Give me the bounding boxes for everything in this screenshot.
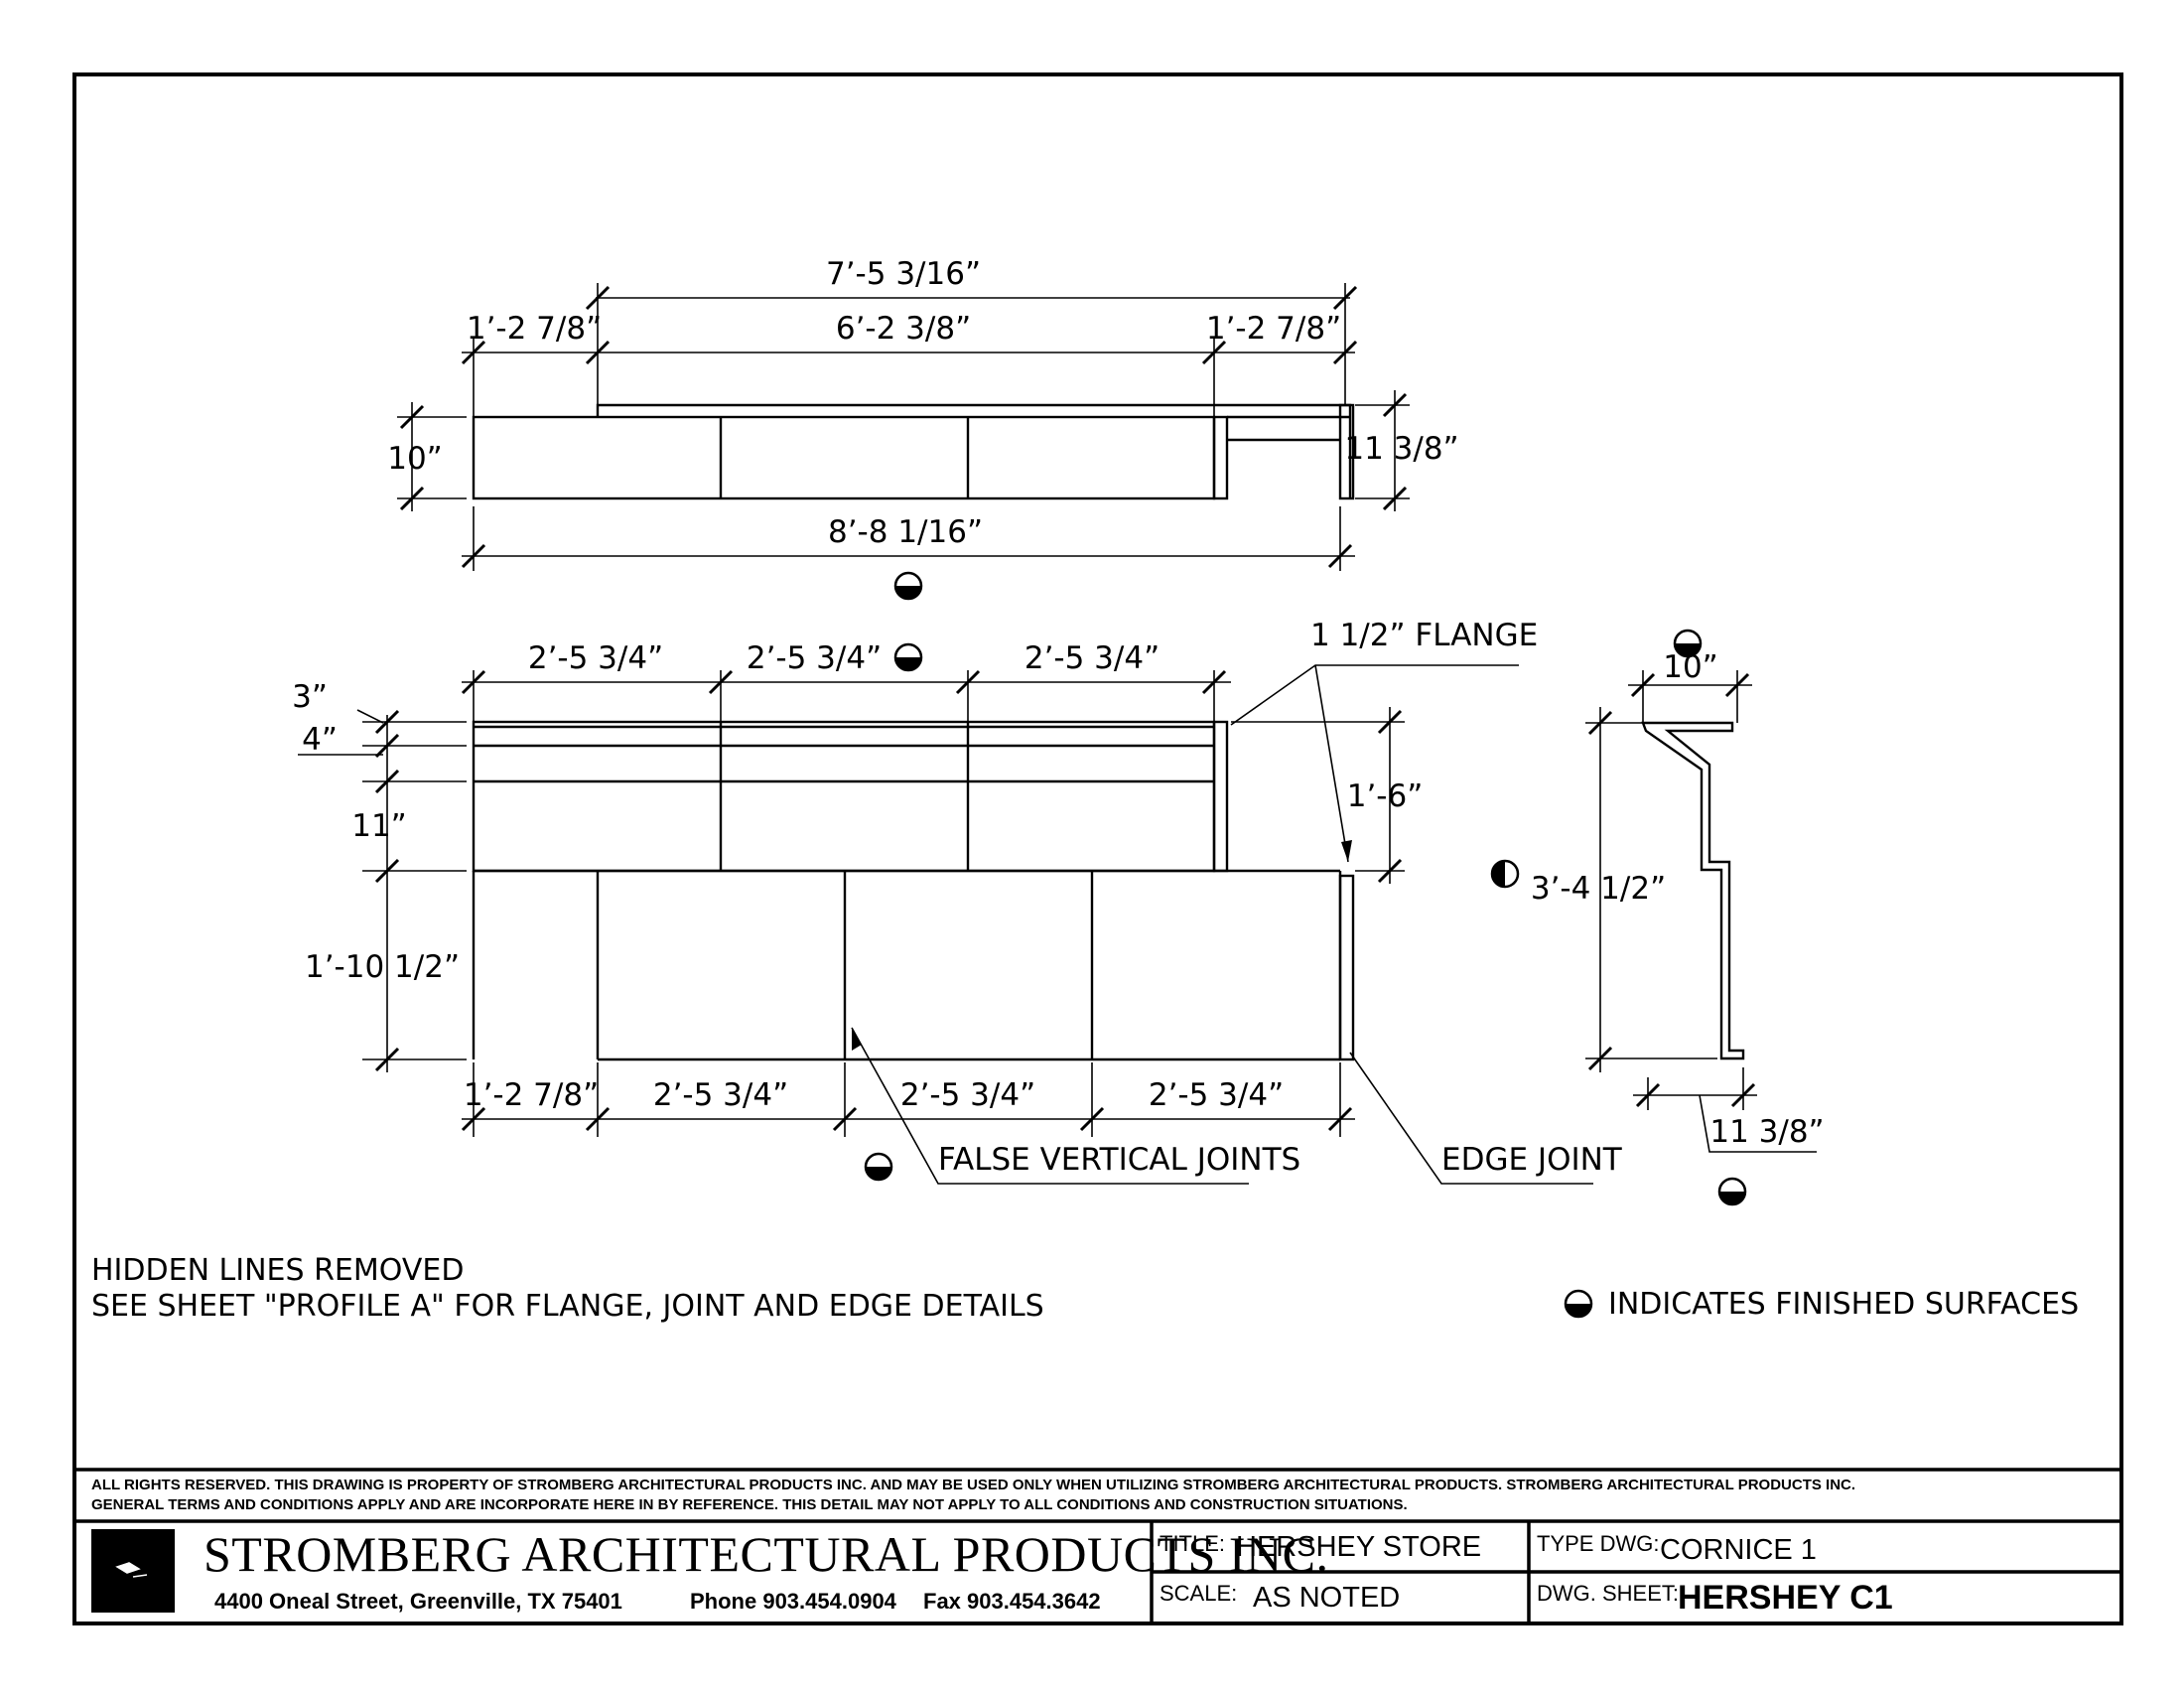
elev-right-upper-dim: 1’-6” (1347, 778, 1424, 814)
elev-bottom-seg-3-dim: 2’-5 3/4” (900, 1077, 1035, 1113)
plan-height-left-dim: 10” (387, 441, 443, 477)
plan-right-dim: 1’-2 7/8” (1206, 311, 1341, 347)
false-joints-label: FALSE VERTICAL JOINTS (938, 1142, 1300, 1178)
title-label: TITLE: (1160, 1531, 1225, 1556)
plan-view: 7’-5 3/16” 1’-2 7/8” 6’-2 3/8” 1’-2 7/8”… (387, 256, 1459, 601)
elev-top-seg-1-dim: 2’-5 3/4” (528, 640, 663, 676)
sheet-border (72, 72, 2123, 1625)
finished-surface-icon (864, 1152, 893, 1182)
plan-overall-bottom-dim: 8’-8 1/16” (828, 514, 983, 550)
type-value: CORNICE 1 (1660, 1534, 1817, 1566)
notes: HIDDEN LINES REMOVED SEE SHEET "PROFILE … (91, 1253, 2079, 1324)
title-value: HERSHEY STORE (1236, 1531, 1481, 1563)
legal-text-1: ALL RIGHTS RESERVED. THIS DRAWING IS PRO… (91, 1477, 1855, 1493)
front-elevation: 2’-5 3/4” 2’-5 3/4” 2’-5 3/4” 1 1/2” FLA… (292, 618, 1623, 1185)
profile-bottom-width-dim: 11 3/8” (1709, 1114, 1824, 1150)
finished-surface-icon (1564, 1289, 1593, 1319)
elev-bottom-seg-1-dim: 1’-2 7/8” (464, 1077, 599, 1113)
plan-height-right-dim: 11 3/8” (1344, 431, 1458, 467)
scale-value: AS NOTED (1253, 1582, 1400, 1614)
legend-finished-surfaces: INDICATES FINISHED SURFACES (1608, 1287, 2079, 1322)
company-address: 4400 Oneal Street, Greenville, TX 75401 (214, 1589, 622, 1614)
finished-surface-icon (893, 571, 923, 601)
company-phone: Phone 903.454.0904 (690, 1589, 897, 1614)
plan-left-dim: 1’-2 7/8” (467, 311, 602, 347)
title-block: ALL RIGHTS RESERVED. THIS DRAWING IS PRO… (74, 1468, 2121, 1623)
plan-overall-top-dim: 7’-5 3/16” (826, 256, 981, 292)
scale-label: SCALE: (1160, 1581, 1237, 1606)
sheet-label: DWG. SHEET: (1537, 1581, 1679, 1606)
type-label: TYPE DWG: (1537, 1531, 1659, 1556)
elev-left-11-dim: 11” (351, 808, 407, 844)
flange-label: 1 1/2” FLANGE (1310, 618, 1538, 653)
elev-left-4-dim: 4” (302, 722, 338, 758)
elev-top-seg-3-dim: 2’-5 3/4” (1024, 640, 1160, 676)
legal-text-2: GENERAL TERMS AND CONDITIONS APPLY AND A… (91, 1496, 1408, 1513)
elev-top-seg-2-dim: 2’-5 3/4” (747, 640, 882, 676)
note-hidden-lines: HIDDEN LINES REMOVED (91, 1253, 464, 1288)
profile-top-width-dim: 10” (1663, 649, 1718, 685)
profile-height-dim: 3’-4 1/2” (1531, 871, 1666, 907)
edge-joint-label: EDGE JOINT (1441, 1142, 1623, 1178)
plan-middle-dim: 6’-2 3/8” (836, 311, 971, 347)
company-name: STROMBERG ARCHITECTURAL PRODUCTS INC. (204, 1526, 1328, 1582)
profile-section: 10” 3’-4 1/2” 11 3/8” (1490, 629, 1825, 1206)
note-see-sheet: SEE SHEET "PROFILE A" FOR FLANGE, JOINT … (91, 1289, 1044, 1324)
finished-surface-icon (893, 642, 923, 672)
company-fax: Fax 903.454.3642 (923, 1589, 1101, 1614)
elev-bottom-seg-4-dim: 2’-5 3/4” (1149, 1077, 1284, 1113)
elev-left-lower-dim: 1’-10 1/2” (305, 949, 460, 985)
finished-surface-icon (1717, 1177, 1747, 1206)
elev-left-3-dim: 3” (292, 679, 328, 715)
elev-bottom-seg-2-dim: 2’-5 3/4” (653, 1077, 788, 1113)
sheet-value: HERSHEY C1 (1678, 1579, 1893, 1617)
